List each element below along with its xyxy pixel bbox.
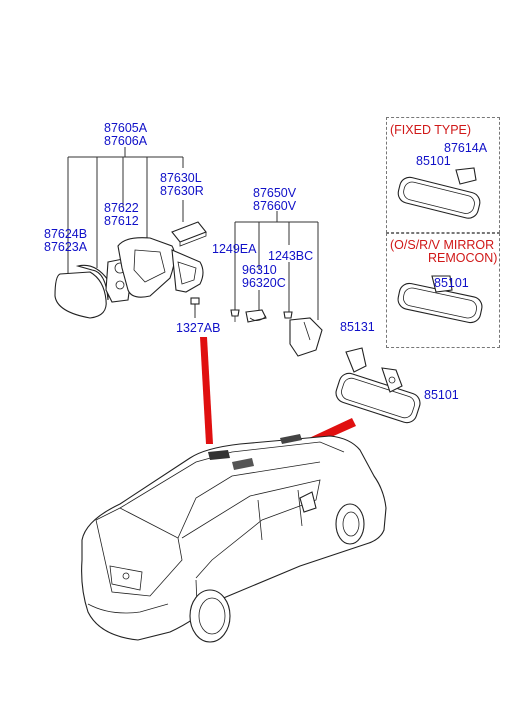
remocon-type-box <box>386 233 500 348</box>
label-87614a: 87614A <box>444 141 488 155</box>
label-87623a: 87623A <box>44 240 88 254</box>
label-87630l: 87630L <box>160 171 202 185</box>
vehicle-illustration <box>81 434 387 643</box>
room-mirror-main <box>335 367 421 424</box>
label-87650v: 87650V <box>253 186 297 200</box>
fixed-type-mirror <box>397 167 481 219</box>
label-87605a: 87605A <box>104 121 148 135</box>
inside-mirror-cover <box>289 317 323 357</box>
label-96310: 96310 <box>242 263 277 277</box>
label-87624b: 87624B <box>44 227 88 241</box>
label-85101-fixed: 85101 <box>416 154 451 168</box>
fixed-type-title: (FIXED TYPE) <box>390 123 472 137</box>
label-85101-remocon: 85101 <box>434 276 469 290</box>
label-1249ea: 1249EA <box>212 242 257 256</box>
bolt-1327ab <box>190 297 200 310</box>
mirror-cover-85131 <box>345 347 367 373</box>
screw-1249ea <box>230 309 240 322</box>
label-85101-main: 85101 <box>424 388 459 402</box>
mirror-cover-pad <box>171 221 207 243</box>
label-87606a: 87606A <box>104 134 148 148</box>
leader-lines-outside-mirror <box>67 147 196 318</box>
fixed-type-box <box>386 117 500 233</box>
label-85131: 85131 <box>340 320 375 334</box>
label-96320c: 96320C <box>242 276 286 290</box>
pointer-arrow-left <box>200 337 213 444</box>
label-1327ab: 1327AB <box>176 321 221 335</box>
leader-lines-inside-mirror <box>234 211 319 320</box>
mirror-glass <box>54 271 107 319</box>
remocon-mirror <box>397 275 483 324</box>
remocon-title-line1: (O/S/R/V MIRROR <box>390 238 495 252</box>
mirror-glass-back <box>75 264 109 301</box>
screw-1243bc <box>283 311 293 319</box>
label-87660v: 87660V <box>253 199 297 213</box>
label-87622: 87622 <box>104 201 139 215</box>
label-87612: 87612 <box>104 214 139 228</box>
remocon-title-line2: REMOCON) <box>428 251 498 265</box>
wiring-harness <box>245 309 267 323</box>
label-87630r: 87630R <box>160 184 204 198</box>
label-1243bc: 1243BC <box>268 249 314 263</box>
